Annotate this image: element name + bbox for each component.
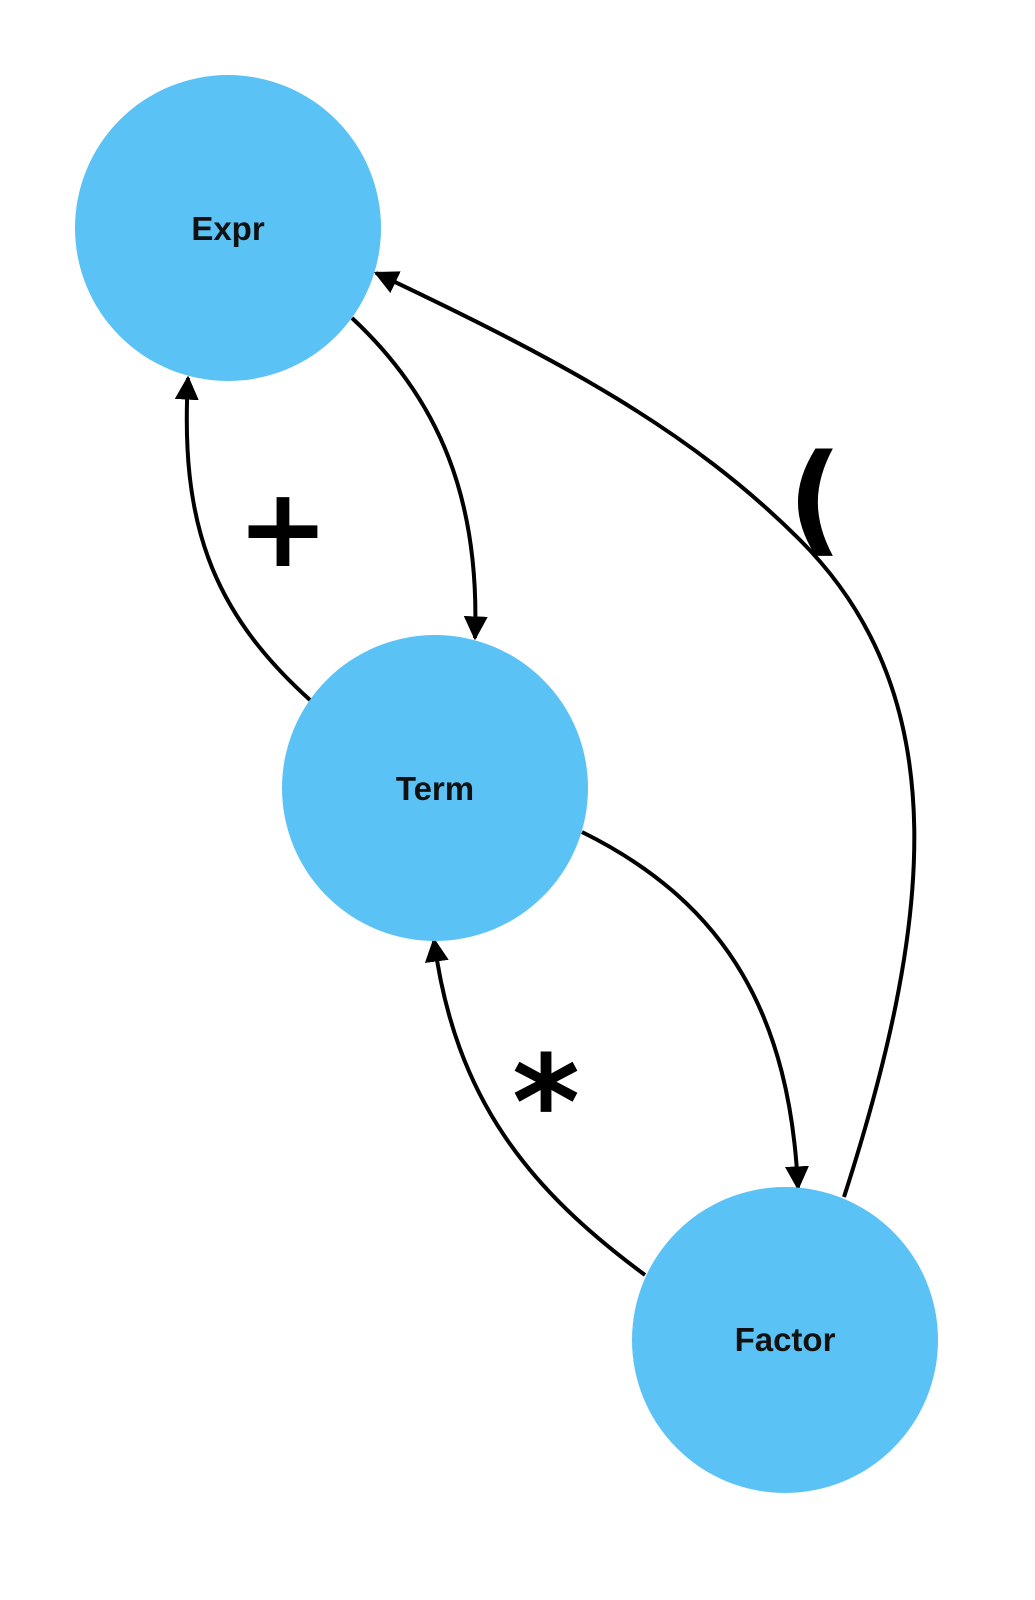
node-term-label: Term	[396, 770, 474, 807]
edge-label-asterisk: *	[512, 1027, 580, 1179]
edge-expr-to-term	[350, 316, 488, 641]
edge-term-to-expr	[174, 375, 312, 702]
edge-factor-to-expr	[373, 271, 917, 1198]
node-factor: Factor	[632, 1187, 938, 1493]
edge-label-open-paren: (	[788, 430, 843, 569]
node-factor-label: Factor	[735, 1321, 836, 1358]
edge-label-plus: +	[237, 464, 329, 592]
edge-factor-to-term	[424, 937, 647, 1277]
node-expr: Expr	[75, 75, 381, 381]
node-expr-label: Expr	[191, 210, 265, 247]
node-term: Term	[282, 635, 588, 941]
edge-term-to-factor	[581, 830, 809, 1191]
